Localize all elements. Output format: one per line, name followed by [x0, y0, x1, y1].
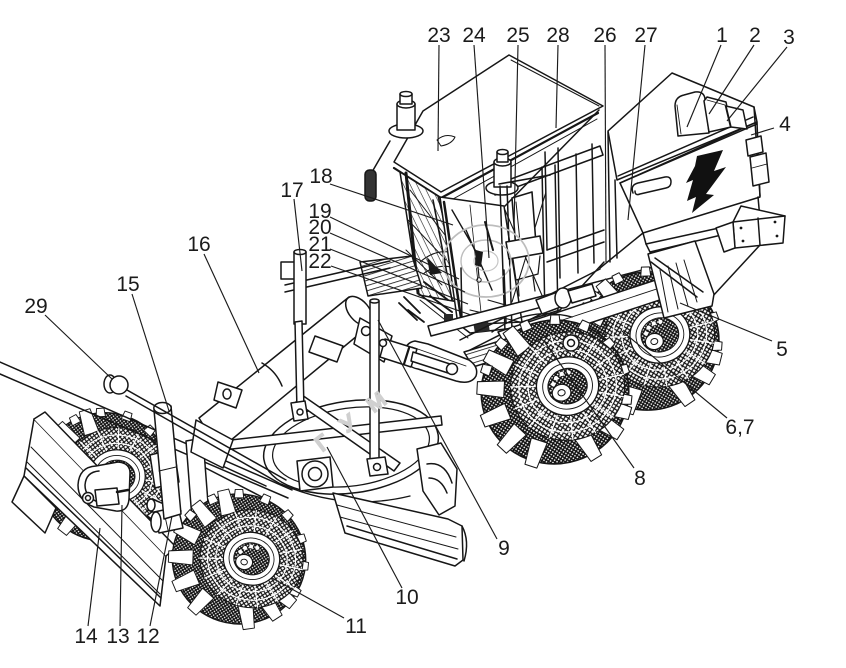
- svg-text:15: 15: [116, 273, 139, 296]
- svg-text:26: 26: [593, 24, 616, 47]
- svg-text:16: 16: [187, 233, 210, 256]
- svg-text:28: 28: [546, 24, 569, 47]
- svg-text:14: 14: [74, 625, 98, 648]
- svg-text:2: 2: [749, 24, 761, 47]
- svg-text:5: 5: [776, 338, 788, 361]
- svg-text:19: 19: [308, 200, 331, 223]
- svg-text:23: 23: [427, 24, 450, 47]
- svg-text:18: 18: [309, 165, 332, 188]
- svg-text:25: 25: [506, 24, 529, 47]
- svg-text:6,7: 6,7: [725, 416, 754, 439]
- svg-text:9: 9: [498, 537, 510, 560]
- svg-text:21: 21: [308, 233, 331, 256]
- svg-text:1: 1: [716, 24, 728, 47]
- svg-text:17: 17: [280, 179, 303, 202]
- svg-text:13: 13: [106, 625, 129, 648]
- svg-text:20: 20: [308, 216, 331, 239]
- svg-text:3: 3: [783, 26, 795, 49]
- svg-text:8: 8: [634, 467, 646, 490]
- svg-text:27: 27: [634, 24, 657, 47]
- svg-text:29: 29: [24, 295, 47, 318]
- svg-text:22: 22: [308, 250, 331, 273]
- svg-text:24: 24: [462, 24, 486, 47]
- svg-text:4: 4: [779, 113, 791, 136]
- svg-text:12: 12: [136, 625, 159, 648]
- svg-text:10: 10: [395, 586, 418, 609]
- svg-text:11: 11: [345, 615, 367, 638]
